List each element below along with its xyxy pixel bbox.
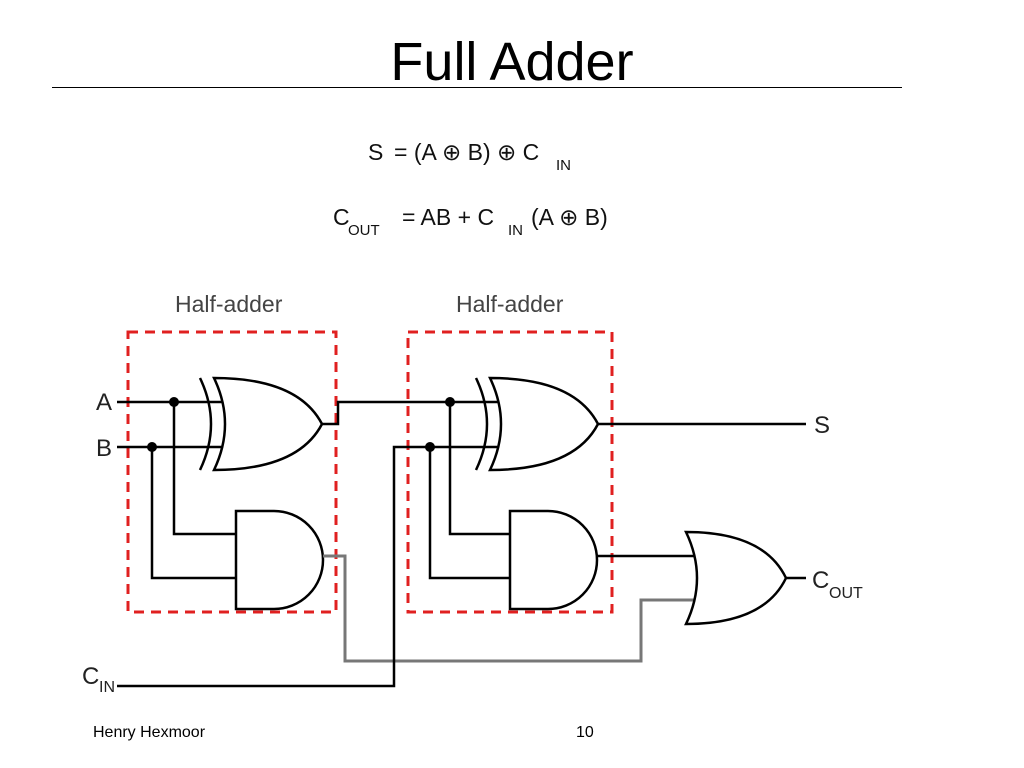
- footer-page-number: 10: [576, 724, 594, 741]
- carry-equation-lhs: C: [333, 204, 350, 230]
- wire-a-to-and1: [172, 402, 236, 536]
- input-label-b: B: [96, 435, 112, 462]
- junction-b: [147, 442, 157, 452]
- xor-gate-1-body: [212, 376, 324, 472]
- xor-gate-2-back-arc: [474, 377, 489, 471]
- wire-b-to-and1: [150, 447, 236, 580]
- xor-gate-2-body: [488, 376, 600, 472]
- carry-equation-rhs-tail: (A ⊕ B): [531, 204, 608, 230]
- half-adder-label-1: Half-adder: [175, 291, 283, 317]
- input-label-cin-main: C: [82, 663, 99, 690]
- footer-author: Henry Hexmoor: [93, 724, 206, 741]
- wire-cin: [117, 445, 430, 688]
- junction-cin: [425, 442, 435, 452]
- sum-equation-rhs: = (A ⊕ B) ⊕ C: [394, 139, 539, 165]
- output-label-s: S: [814, 412, 830, 439]
- sum-equation: S = (A ⊕ B) ⊕ C IN: [368, 139, 571, 174]
- and-gate-1: [234, 509, 325, 611]
- half-adder-label-2: Half-adder: [456, 291, 564, 317]
- output-label-cout-main: C: [812, 567, 829, 594]
- and-gate-2: [508, 509, 599, 611]
- xor-gate-2: [474, 376, 600, 472]
- carry-equation-lhs-sub: OUT: [348, 222, 380, 239]
- wire-cin-to-and2: [428, 447, 510, 580]
- half-adder-box-2: [406, 330, 614, 614]
- output-label-cout-sub: OUT: [829, 585, 863, 602]
- wire-xor1-to-and2: [448, 402, 510, 536]
- sum-equation-lhs: S: [368, 139, 383, 165]
- junction-a: [169, 397, 179, 407]
- carry-equation: C OUT = AB + C IN (A ⊕ B): [333, 204, 608, 239]
- junction-xor1: [445, 397, 455, 407]
- output-label-cout: C OUT: [812, 567, 863, 602]
- input-label-cin: C IN: [82, 663, 115, 696]
- carry-equation-rhs-sub: IN: [508, 222, 523, 239]
- wire-and1-out: [323, 554, 698, 663]
- xor-gate-1-back-arc: [198, 377, 213, 471]
- carry-equation-rhs: = AB + C: [402, 204, 494, 230]
- xor-gate-1: [198, 376, 324, 472]
- slide-title: Full Adder: [390, 32, 634, 92]
- or-gate: [684, 530, 788, 626]
- input-label-a: A: [96, 389, 112, 416]
- wires-half-adder-1: [117, 397, 236, 580]
- wire-xor1-out: [322, 400, 450, 426]
- title-underline: [52, 87, 902, 88]
- half-adder-box-1: [126, 330, 338, 614]
- input-label-cin-sub: IN: [99, 679, 115, 696]
- sum-equation-sub: IN: [556, 157, 571, 174]
- wires-half-adder-2: [425, 397, 510, 580]
